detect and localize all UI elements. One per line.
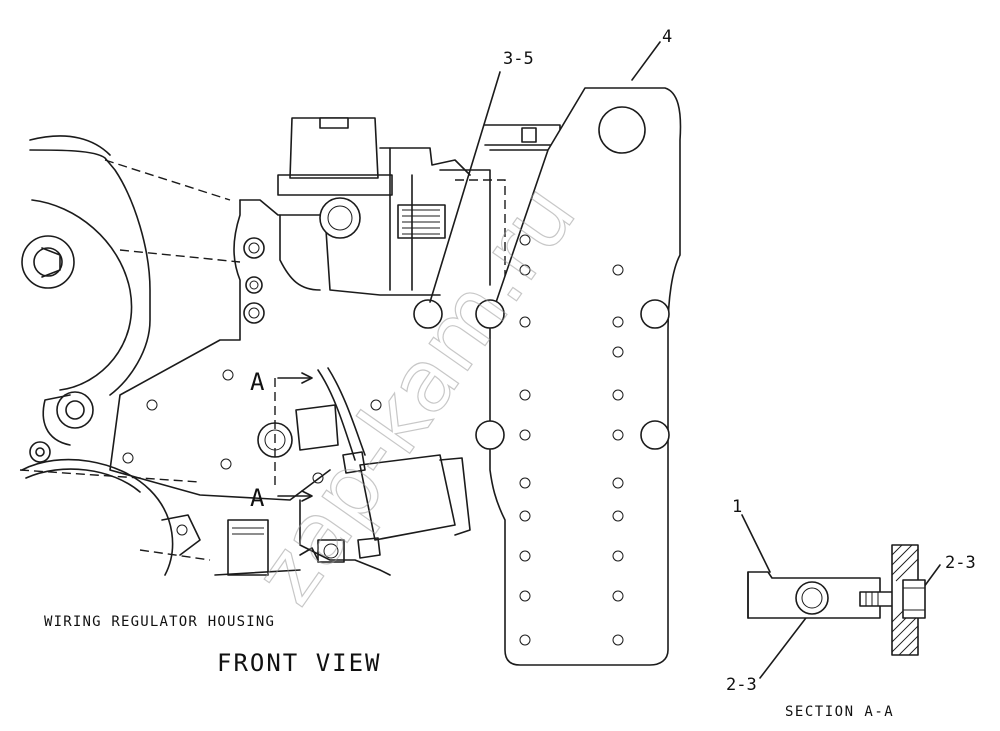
lower-gear <box>19 391 211 576</box>
section-cut-line: A A <box>250 368 313 512</box>
wiring-regulator-assembly <box>214 367 471 576</box>
front-gear-housing <box>21 135 241 446</box>
wiring-regulator-label: WIRING REGULATOR HOUSING <box>44 614 275 630</box>
section-a-a-detail <box>747 544 926 656</box>
regulator-housing <box>277 117 571 291</box>
section-a-a-label: SECTION A-A <box>785 704 894 720</box>
front-view-label: FRONT VIEW <box>217 649 382 677</box>
callout-2-3-right: 2-3 <box>945 553 976 573</box>
callout-4: 4 <box>662 27 672 47</box>
callout-leaders <box>429 41 941 679</box>
callout-3-5: 3-5 <box>503 49 534 69</box>
section-mark-upper: A <box>250 368 265 396</box>
callout-1: 1 <box>732 497 742 517</box>
mounting-bracket <box>413 87 682 666</box>
section-mark-lower: A <box>250 484 265 512</box>
callout-2-3-bottom: 2-3 <box>726 675 757 695</box>
bracket-holes <box>519 234 624 646</box>
